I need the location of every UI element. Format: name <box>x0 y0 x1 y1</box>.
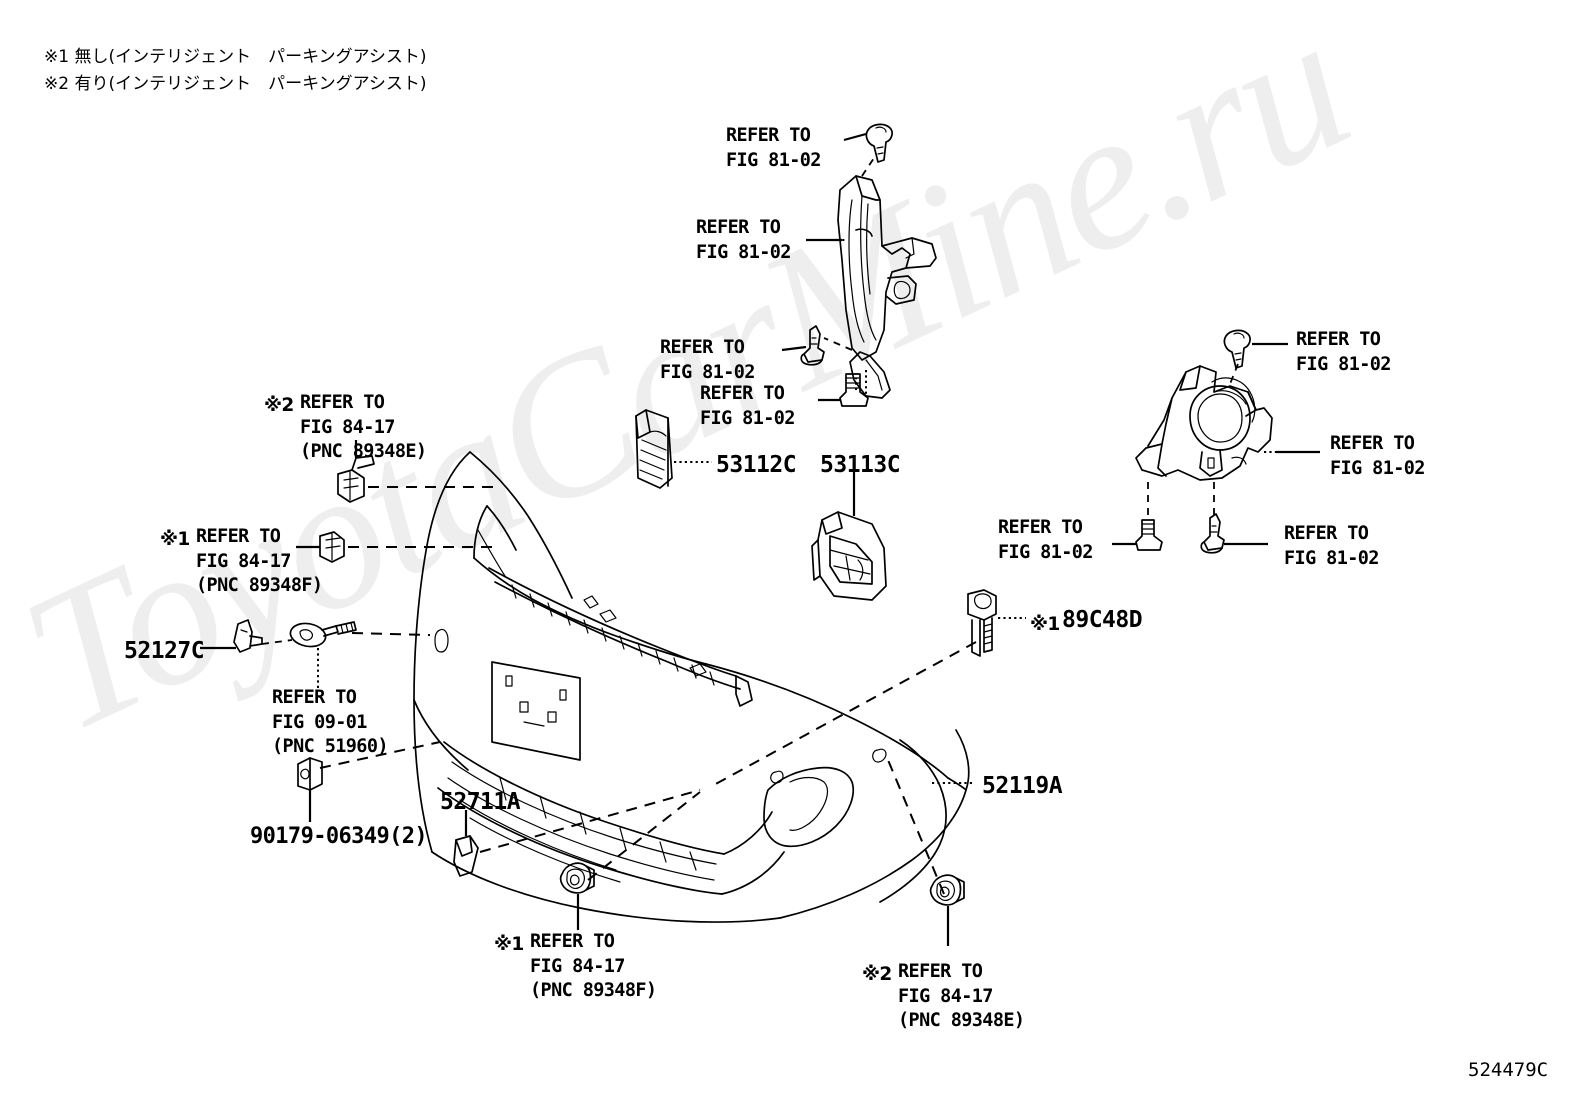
part-label-52127c: 52127C <box>124 638 205 664</box>
callout-refer-81-02-bracket: REFER TO FIG 81-02 <box>696 217 791 263</box>
callout-mark-upper-f: ※1 <box>160 529 190 550</box>
figure-id: 524479C <box>1468 1059 1549 1081</box>
fastener-center-bolt <box>818 373 869 407</box>
part-label-53113c: 53113C <box>820 452 901 478</box>
callout-mark-lower-f: ※1 <box>494 934 524 955</box>
callout-refer-81-02-right-lower-clip: REFER TO FIG 81-02 <box>1284 523 1379 569</box>
part-53112c-art <box>635 409 673 489</box>
callout-refer-81-02-right-bolt: REFER TO FIG 81-02 <box>998 517 1093 563</box>
part-label-89c48d: 89C48D <box>1062 607 1143 633</box>
callout-refer-09-01: REFER TO FIG 09-01 (PNC 51960) <box>272 687 389 758</box>
fastener-fog-clip <box>1200 513 1268 554</box>
headlamp-bracket-art <box>823 157 937 399</box>
part-label-52119a: 52119A <box>982 773 1063 799</box>
fog-bracket-art <box>1135 363 1273 518</box>
part-label-52711a: 52711A <box>440 789 521 815</box>
sensor-lower-f <box>559 862 595 930</box>
sensor-clip-upper-e <box>337 440 375 503</box>
sensor-clip-upper-f <box>296 531 345 563</box>
part-label-53112c: 53112C <box>716 452 797 478</box>
tow-hook-art <box>289 621 357 690</box>
legend-note-1: ※1 無し(インテリジェント パーキングアシスト) <box>44 47 427 67</box>
legend-note-2: ※2 有り(インテリジェント パーキングアシスト) <box>44 74 427 94</box>
callout-refer-84-17-lower-f: REFER TO FIG 84-17 (PNC 89348F) <box>530 931 657 1002</box>
part-53113c-art <box>811 511 887 601</box>
callout-mark-upper-e: ※2 <box>264 395 294 416</box>
callout-mark-lower-e: ※2 <box>862 964 892 985</box>
callout-refer-81-02-left-clip: REFER TO FIG 81-02 <box>660 337 755 383</box>
callout-refer-81-02-top-clip: REFER TO FIG 81-02 <box>726 125 821 171</box>
callout-refer-84-17-upper-e: REFER TO FIG 84-17 (PNC 89348E) <box>300 392 427 463</box>
part-label-90179-06349: 90179-06349(2) <box>250 824 428 849</box>
part-52711a-art <box>453 810 479 877</box>
part-52127c-art <box>233 619 263 653</box>
sensor-lower-e <box>929 874 965 946</box>
callout-refer-84-17-upper-f: REFER TO FIG 84-17 (PNC 89348F) <box>196 526 323 597</box>
part-89c48d-art <box>967 589 1026 657</box>
fastener-top-clip <box>843 123 893 163</box>
callout-refer-81-02-right-bracket: REFER TO FIG 81-02 <box>1330 433 1425 479</box>
part-90179-art <box>297 757 323 822</box>
fastener-fog-top-clip <box>1223 329 1288 369</box>
callout-refer-81-02-right-top-clip: REFER TO FIG 81-02 <box>1296 329 1391 375</box>
fastener-fog-bolt <box>1112 519 1163 551</box>
fastener-left-clip <box>781 325 825 366</box>
callout-refer-81-02-left-bolt: REFER TO FIG 81-02 <box>700 383 795 429</box>
callout-refer-84-17-lower-e: REFER TO FIG 84-17 (PNC 89348E) <box>898 961 1025 1032</box>
part-mark-89c48d: ※1 <box>1030 614 1060 635</box>
